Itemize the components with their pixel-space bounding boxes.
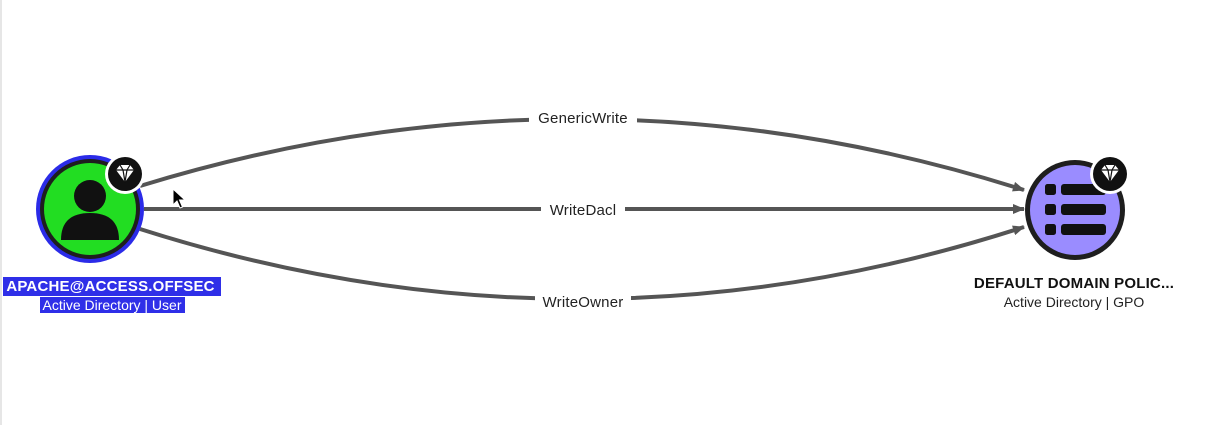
node-gpo-name: DEFAULT DOMAIN POLIC... <box>973 275 1175 292</box>
edge-genericwrite[interactable] <box>139 117 1025 192</box>
edge-label-writedacl-text: WriteDacl <box>550 202 617 219</box>
user-icon <box>61 180 119 240</box>
node-gpo-label[interactable]: DEFAULT DOMAIN POLIC... Active Directory… <box>950 275 1198 310</box>
node-user-name: APACHE@ACCESS.OFFSEC <box>3 277 221 296</box>
panel-divider <box>0 0 2 425</box>
node-user-type: Active Directory | User <box>39 297 185 313</box>
node-user-label[interactable]: APACHE@ACCESS.OFFSEC Active Directory | … <box>0 277 224 315</box>
gem-icon <box>1090 154 1130 194</box>
edge-label-genericwrite[interactable]: GenericWrite <box>529 106 637 128</box>
edge-writeowner[interactable] <box>139 225 1025 301</box>
edge-label-writeowner[interactable]: WriteOwner <box>535 290 631 312</box>
edge-label-writedacl[interactable]: WriteDacl <box>541 198 625 220</box>
node-gpo-type: Active Directory | GPO <box>1003 294 1145 310</box>
mouse-cursor-icon <box>172 187 187 209</box>
edge-label-genericwrite-text: GenericWrite <box>538 110 628 127</box>
gem-icon <box>105 154 145 194</box>
edge-label-writeowner-text: WriteOwner <box>543 294 624 311</box>
node-gpo[interactable] <box>1025 154 1130 260</box>
node-user[interactable] <box>36 154 145 263</box>
list-icon <box>1045 184 1106 235</box>
